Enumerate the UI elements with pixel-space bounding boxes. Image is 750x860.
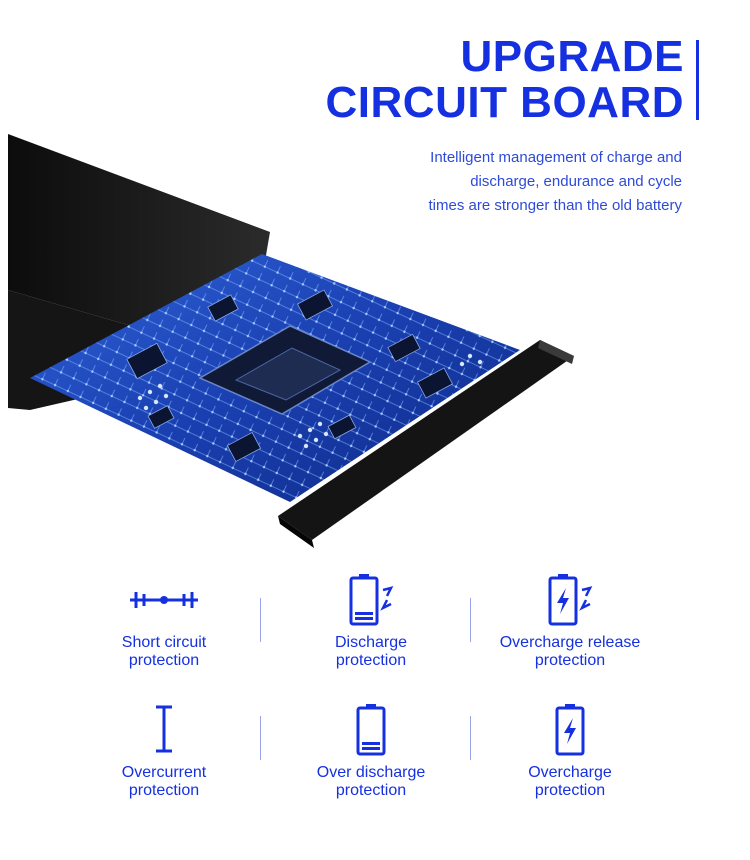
feature-label-line-1: Overcurrent <box>121 764 207 781</box>
subtitle-line-2: discharge, endurance and cycle <box>470 173 682 190</box>
feature-discharge: Discharge protection <box>271 574 471 670</box>
headline-line-1: UPGRADE <box>460 32 684 81</box>
feature-overcharge-release: Overcharge release protection <box>470 574 670 670</box>
subtitle-line-3: times are stronger than the old battery <box>428 197 682 214</box>
headline-accent-bar <box>696 40 699 120</box>
board-pads <box>137 353 483 449</box>
feature-overcurrent: Overcurrent protection <box>64 704 264 800</box>
over-discharge-battery-icon <box>356 704 386 756</box>
feature-label-line-2: protection <box>335 652 407 669</box>
headline: UPGRADE CIRCUIT BOARD <box>326 34 684 126</box>
divider <box>470 716 471 760</box>
battery-end-cap <box>278 340 574 540</box>
feature-label-line-1: Short circuit <box>121 634 207 651</box>
feature-label-line-1: Overcharge <box>528 764 612 781</box>
overcharge-battery-icon <box>555 704 585 756</box>
divider <box>260 598 261 642</box>
battery-circuit-board-illustration <box>8 134 574 548</box>
feature-label-line-1: Discharge <box>334 634 408 651</box>
overcharge-release-battery-icon <box>548 574 593 626</box>
subtitle: Intelligent management of charge and dis… <box>342 146 682 218</box>
feature-label-line-1: Overcharge release <box>499 634 641 651</box>
feature-short-circuit: Short circuit protection <box>64 584 264 670</box>
feature-over-discharge: Over discharge protection <box>271 704 471 800</box>
overcurrent-icon <box>156 705 172 753</box>
subtitle-line-1: Intelligent management of charge and <box>430 149 682 166</box>
divider <box>260 716 261 760</box>
feature-label-line-2: protection <box>335 782 407 799</box>
short-circuit-icon <box>130 592 198 608</box>
board-components <box>126 289 454 463</box>
feature-overcharge: Overcharge protection <box>470 704 670 800</box>
feature-label-line-2: protection <box>128 652 200 669</box>
discharge-battery-icon <box>349 574 394 626</box>
feature-label-line-2: protection <box>534 652 606 669</box>
headline-line-2: CIRCUIT BOARD <box>325 78 684 127</box>
divider <box>470 598 471 642</box>
feature-label-line-1: Over discharge <box>316 764 426 781</box>
feature-label-line-2: protection <box>534 782 606 799</box>
feature-label-line-2: protection <box>128 782 200 799</box>
